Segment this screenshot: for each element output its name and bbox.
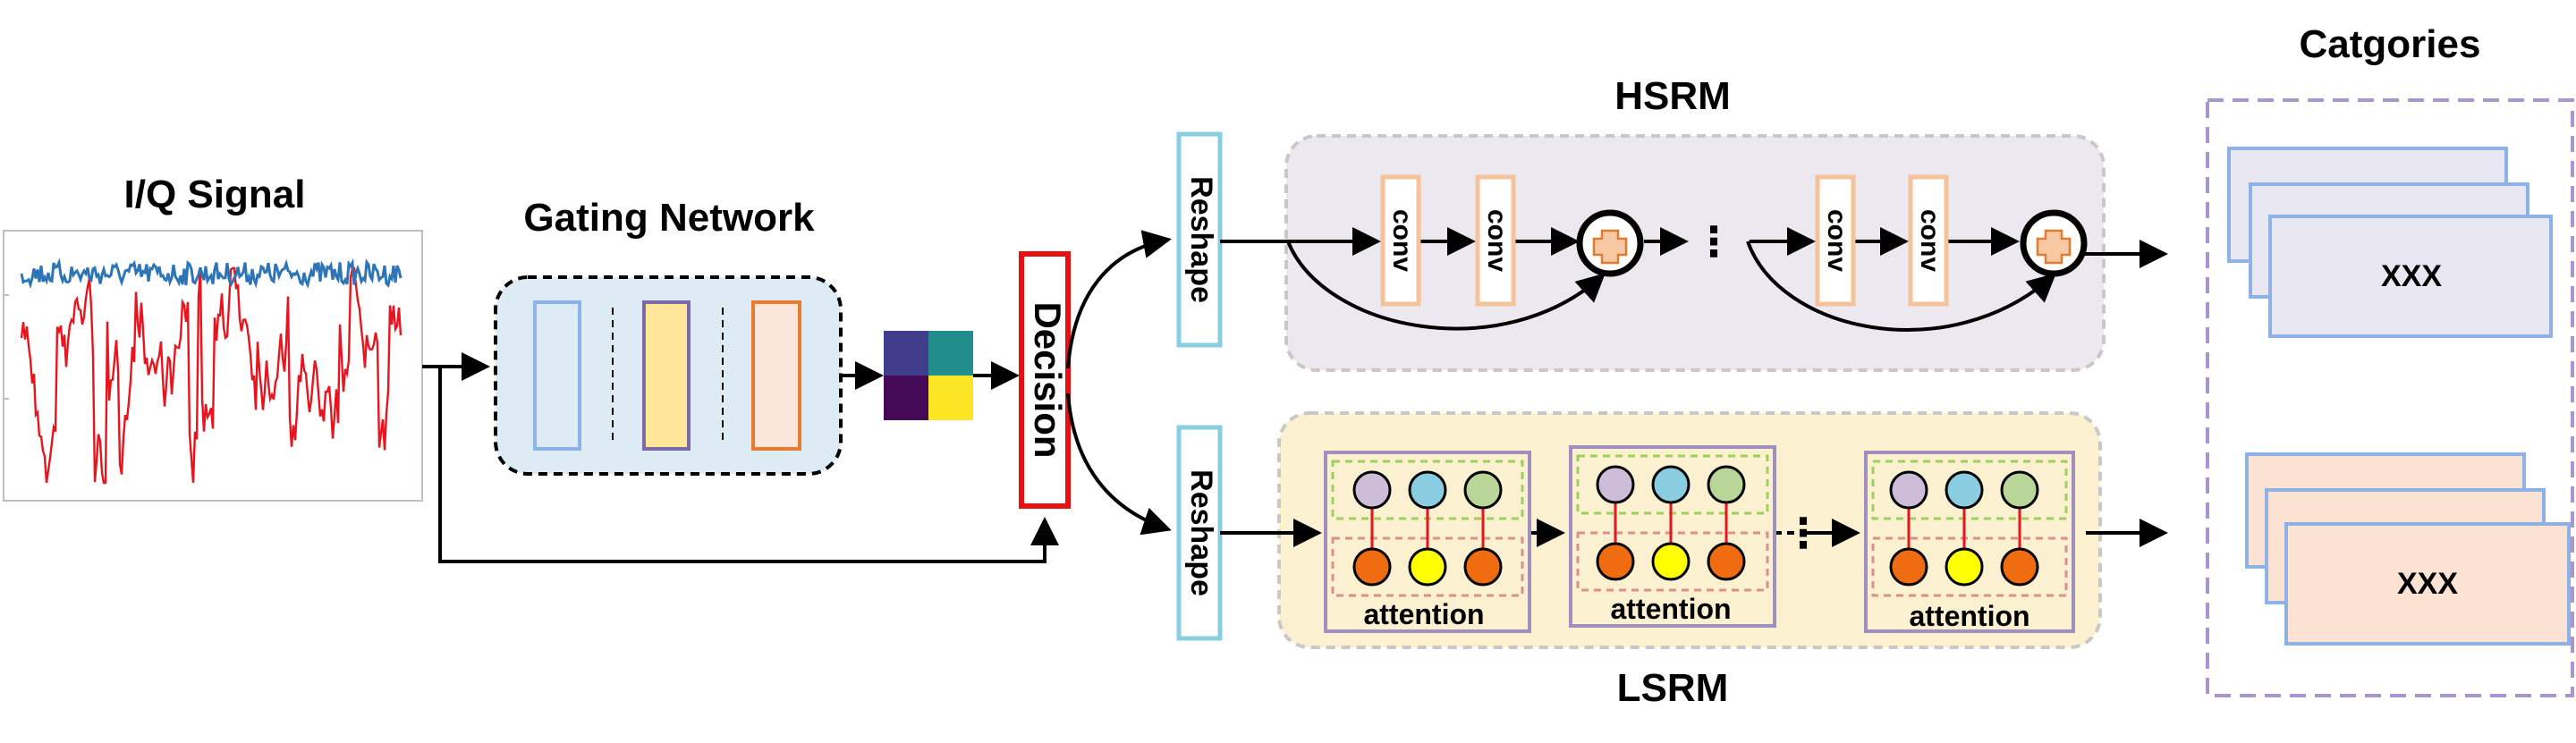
- attention-block-1: attention: [1324, 451, 1531, 633]
- conv-label-4: conv: [1915, 209, 1945, 272]
- conv-label-3: conv: [1822, 209, 1852, 272]
- conv-block-3: conv: [1815, 174, 1856, 307]
- signal-connectors: [422, 352, 1059, 563]
- node: [1596, 465, 1635, 504]
- node: [1889, 547, 1928, 587]
- q-signal-trace: [20, 266, 402, 485]
- node: [2000, 547, 2039, 587]
- residual-add-icon: [2020, 209, 2088, 277]
- attention-label-3: attention: [1909, 600, 2029, 632]
- categories-frame: [2206, 98, 2574, 697]
- gating-output-matrix: [884, 331, 973, 420]
- gating-network: [494, 275, 843, 476]
- attention-label-1: attention: [1363, 598, 1484, 630]
- conv-block-4: conv: [1908, 174, 1949, 307]
- node: [1651, 542, 1690, 581]
- category-label-1: XXX: [2381, 259, 2442, 293]
- hsrm-title: HSRM: [1614, 74, 1731, 118]
- i-signal-trace: [20, 258, 402, 290]
- reshape-bottom: Reshape: [1176, 425, 1223, 641]
- decision-label: Decision: [1027, 301, 1069, 458]
- node: [1352, 547, 1392, 587]
- node: [1596, 542, 1635, 581]
- categories-title: Catgories: [2300, 22, 2481, 66]
- category-stack-top: XXX: [2227, 147, 2553, 338]
- node: [1463, 547, 1503, 587]
- node: [1945, 547, 1984, 587]
- reshape-bottom-label: Reshape: [1184, 469, 1218, 596]
- category-stack-bottom: XXX: [2245, 452, 2571, 646]
- attention-block-2: attention: [1569, 445, 1776, 628]
- gating-layer-3: [751, 300, 801, 451]
- conv-block-2: conv: [1475, 174, 1516, 307]
- category-label-2: XXX: [2397, 567, 2458, 601]
- conv-label-2: conv: [1482, 209, 1512, 272]
- node: [1707, 465, 1746, 504]
- decision-block: Decision: [1019, 251, 1071, 509]
- node: [1352, 470, 1392, 510]
- iq-signal-plot: [3, 230, 423, 502]
- decision-branches: [1066, 230, 1172, 536]
- hsrm-connectors: [1220, 227, 2168, 332]
- signal-title: I/Q Signal: [124, 173, 306, 216]
- attention-block-3: attention: [1864, 451, 2075, 633]
- node: [1408, 547, 1447, 587]
- lsrm-ellipsis: ⋮: [1783, 510, 1824, 556]
- hsrm-ellipsis: ⋮: [1693, 218, 1734, 265]
- node: [1889, 470, 1928, 510]
- reshape-top-label: Reshape: [1184, 176, 1218, 303]
- attention-label-2: attention: [1610, 593, 1731, 625]
- conv-block-1: conv: [1380, 174, 1421, 307]
- node: [1463, 470, 1503, 510]
- gating-layer-1: [533, 300, 581, 451]
- node: [1945, 470, 1984, 510]
- gating-title: Gating Network: [523, 196, 815, 240]
- node: [1707, 542, 1746, 581]
- conv-label-1: conv: [1387, 209, 1417, 272]
- residual-add-icon: [1576, 209, 1644, 277]
- lsrm-title: LSRM: [1617, 666, 1729, 710]
- gating-layer-2: [642, 300, 691, 451]
- node: [1651, 465, 1690, 504]
- reshape-top: Reshape: [1176, 131, 1223, 348]
- node: [2000, 470, 2039, 510]
- node: [1408, 470, 1447, 510]
